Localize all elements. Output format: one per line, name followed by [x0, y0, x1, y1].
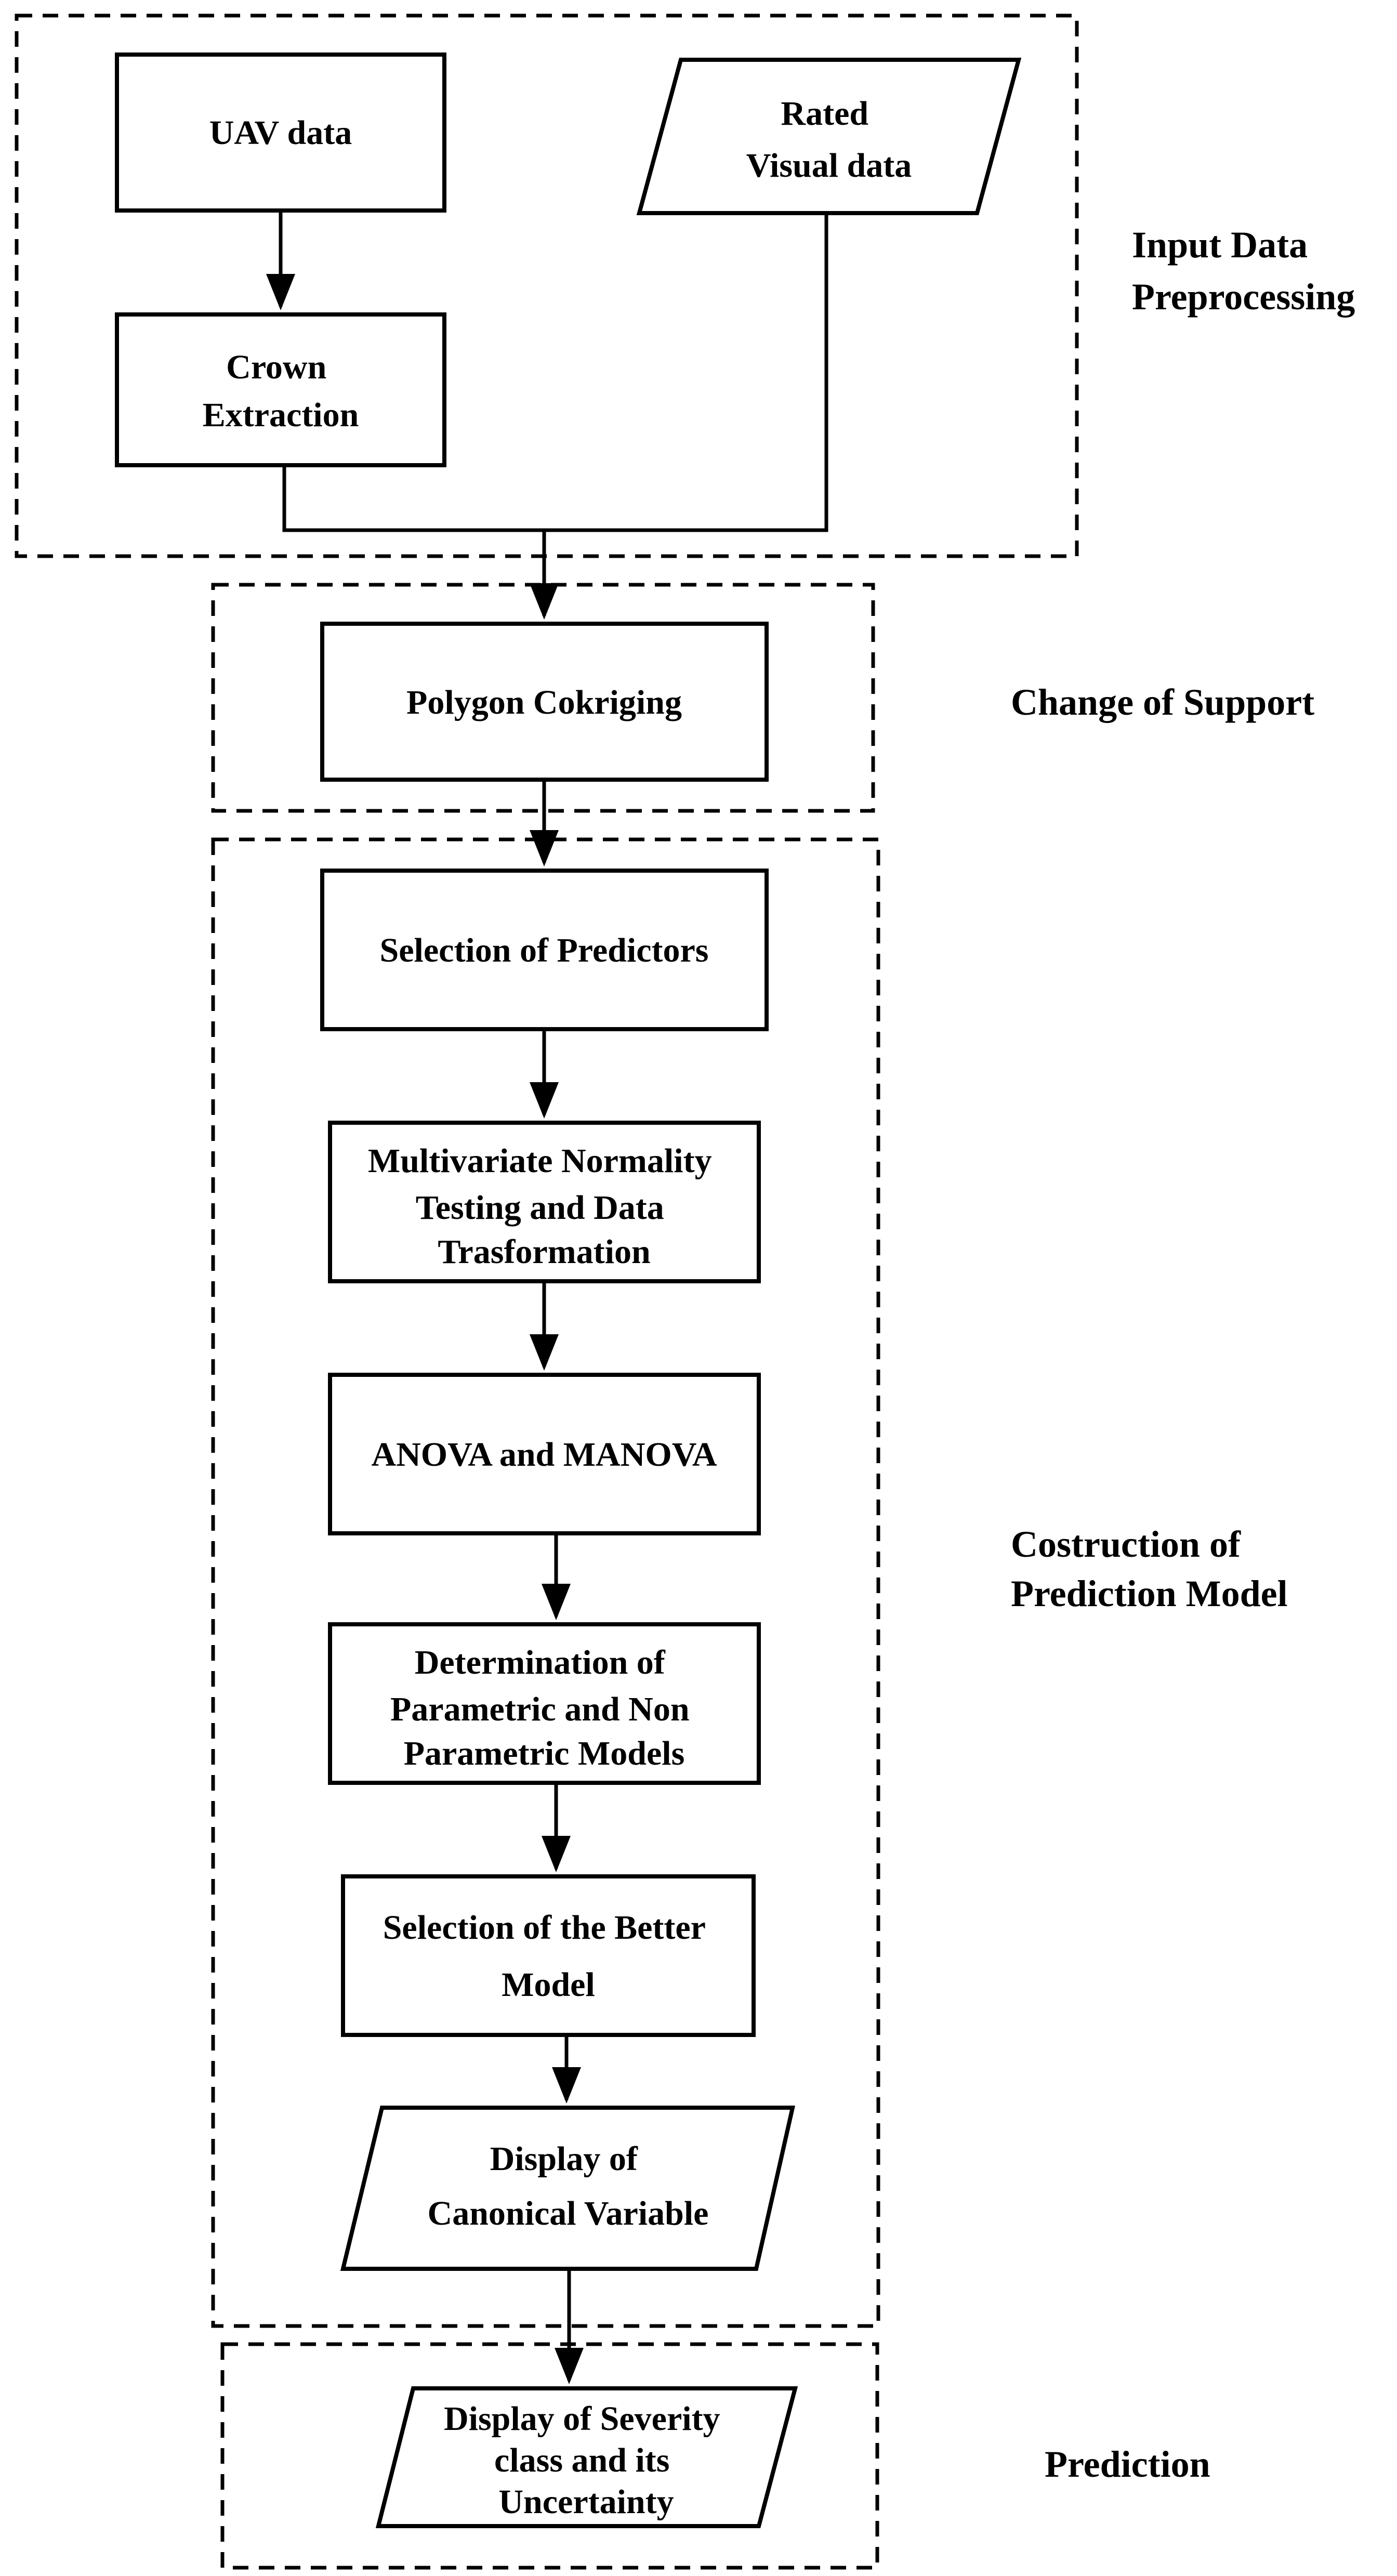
severity-class-label: Display of Severity class and its Uncert…	[444, 2400, 729, 2521]
uav-data-label: UAV data	[209, 114, 352, 152]
uav-data-box	[115, 52, 446, 213]
crown-extraction-label: Crown Extraction	[203, 348, 359, 434]
canonical-variable-label: Display of Canonical Variable	[428, 2140, 709, 2232]
rated-visual-data-label: Rated Visual data	[746, 95, 912, 185]
group-input-preprocessing	[15, 14, 1079, 558]
normality-testing-label: Multivariate Normality Testing and Data …	[368, 1142, 720, 1271]
stage-label-prediction-model: Costruction of Prediction Model	[1011, 1523, 1288, 1614]
parametric-models-box	[328, 1622, 761, 1785]
selection-of-predictors-label: Selection of Predictors	[380, 931, 709, 969]
group-prediction-model	[211, 837, 880, 2328]
connector-crown-to-merge	[282, 213, 828, 532]
severity-class-shape	[375, 2386, 798, 2528]
stage-label-prediction: Prediction	[1045, 2443, 1210, 2485]
stage-label-change-of-support: Change of Support	[1011, 681, 1314, 723]
polygon-cokriging-label: Polygon Cokriging	[406, 684, 682, 721]
stage-label-input-preprocessing: Input Data Preprocessing	[1132, 224, 1355, 318]
anova-manova-box	[328, 1373, 761, 1535]
selection-of-predictors-box	[320, 869, 769, 1031]
crown-extraction-box	[115, 312, 446, 467]
better-model-box	[341, 1874, 756, 2037]
parametric-models-label: Determination of Parametric and Non Para…	[390, 1644, 698, 1772]
normality-testing-box	[328, 1121, 761, 1283]
group-prediction	[220, 2342, 879, 2570]
better-model-label: Selection of the Better Model	[383, 1909, 714, 2004]
canonical-variable-shape	[340, 2106, 796, 2271]
polygon-cokriging-box	[320, 622, 769, 782]
rated-visual-data-shape	[636, 58, 1022, 215]
anova-manova-label: ANOVA and MANOVA	[371, 1436, 717, 1474]
